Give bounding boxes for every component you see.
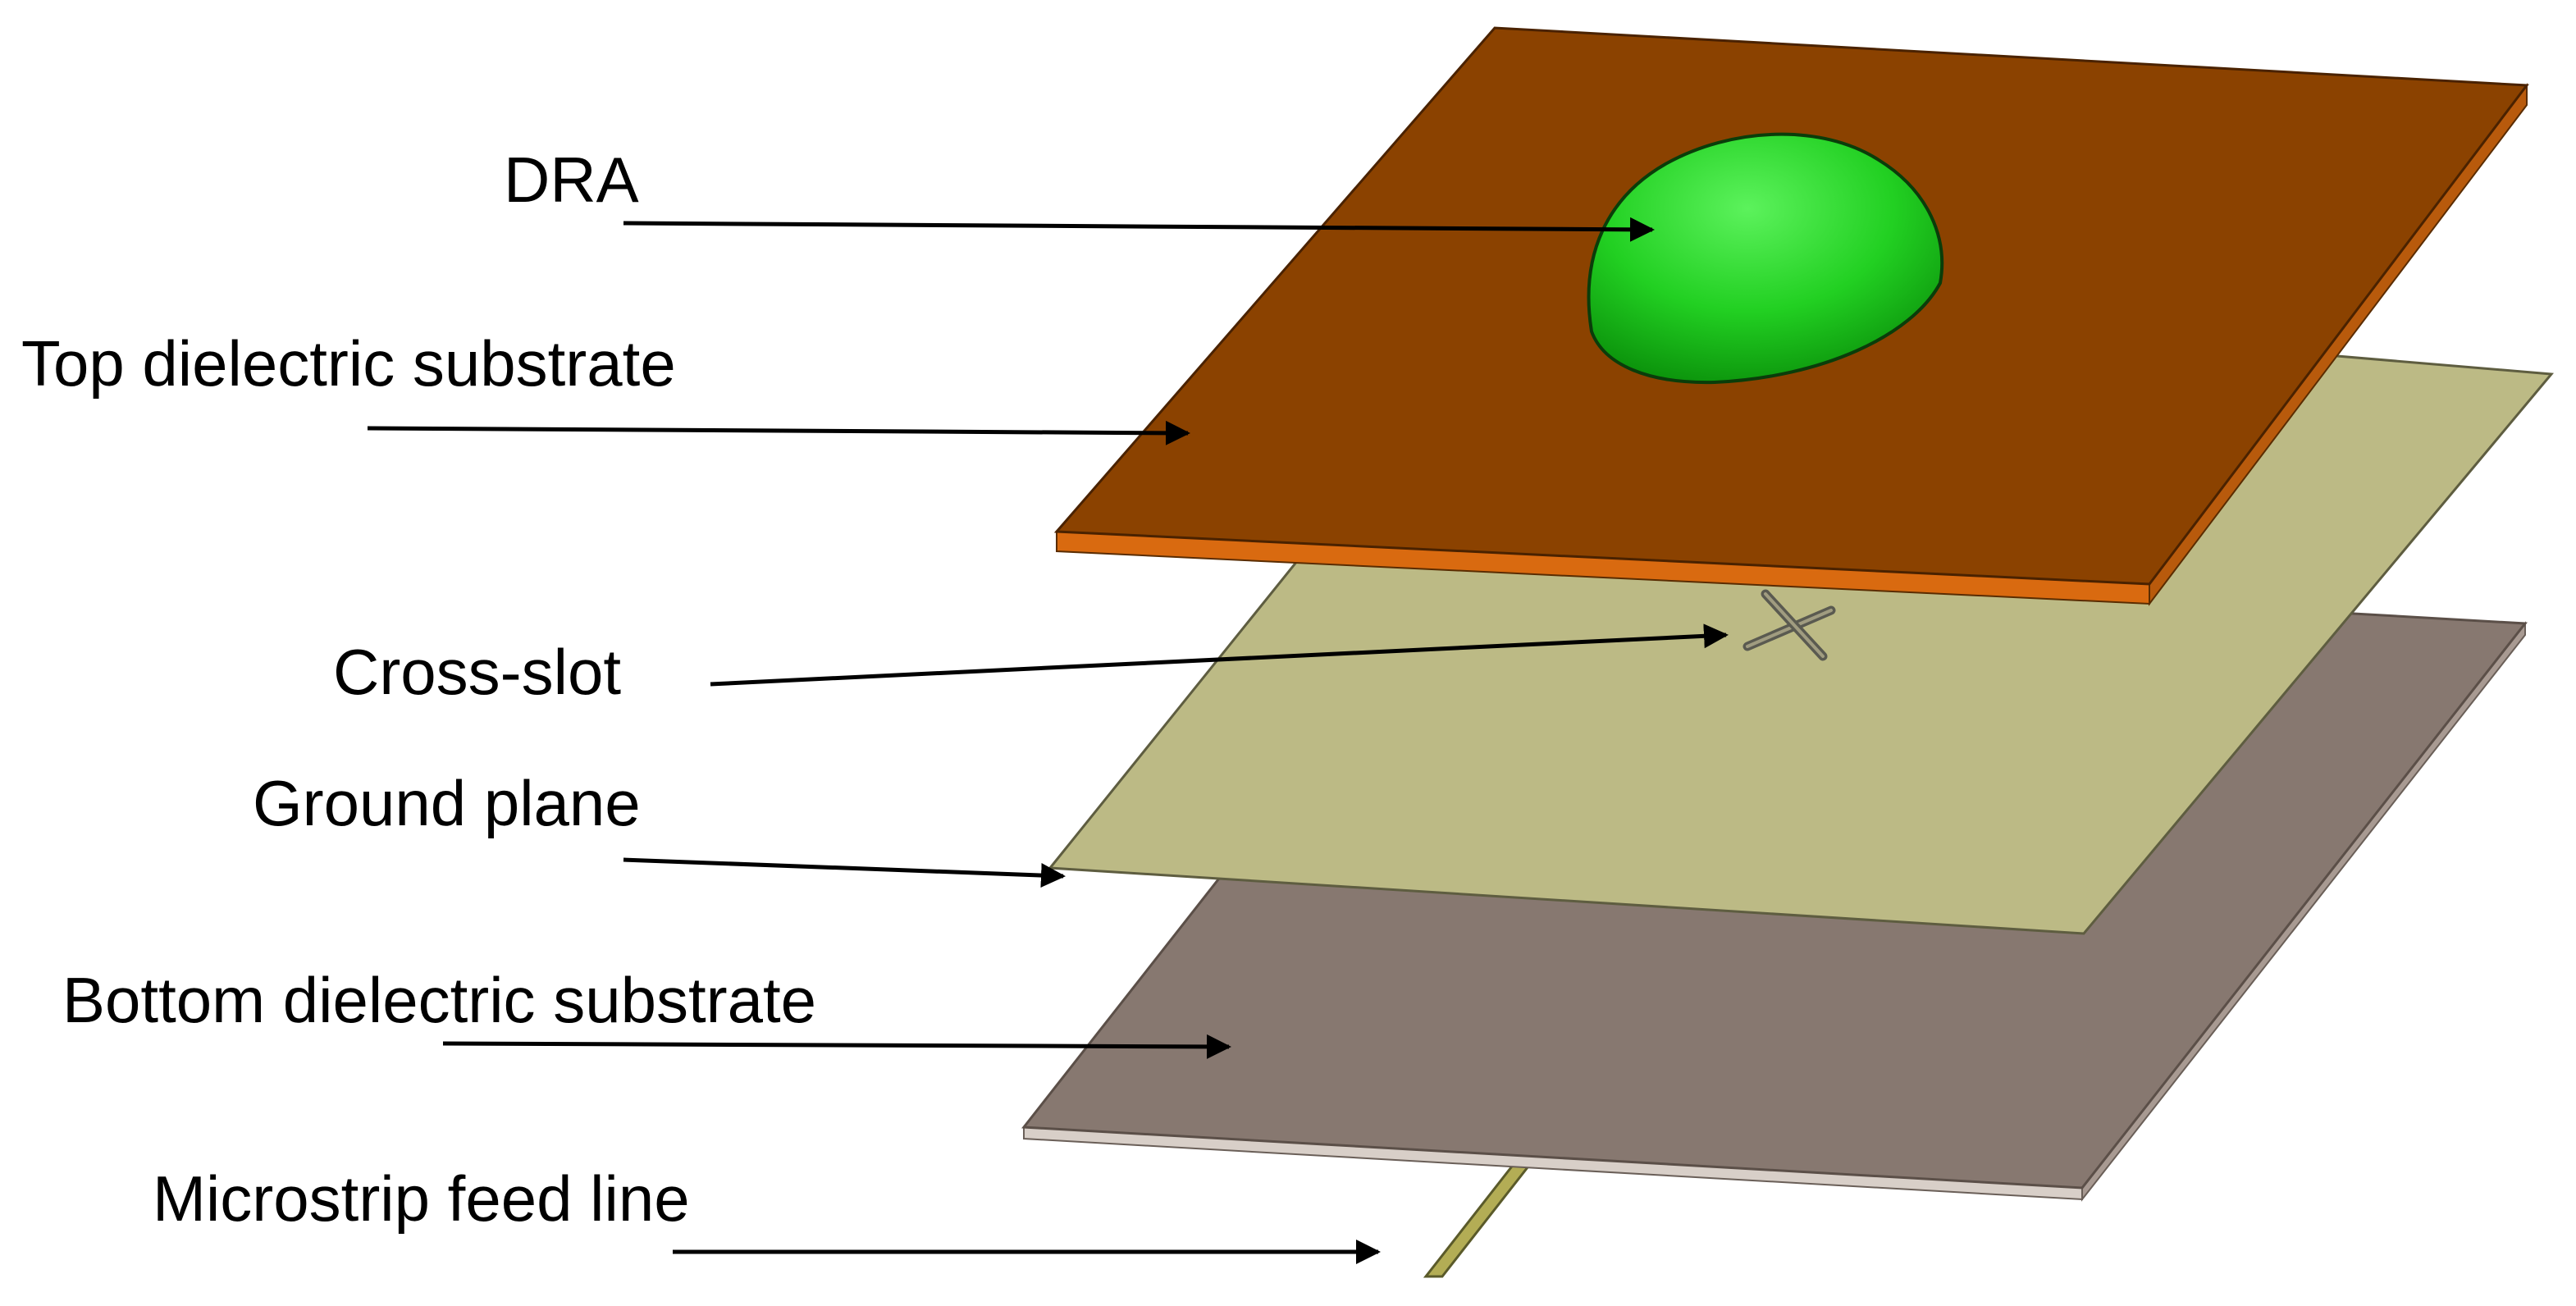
label-ground-plane: Ground plane — [253, 767, 641, 839]
dra-hemisphere — [1587, 132, 1944, 385]
arrow-top-substrate — [367, 420, 1190, 445]
arrow-dra — [623, 217, 1655, 242]
arrow-cross-slot — [710, 623, 1729, 687]
label-top-dielectric-substrate: Top dielectric substrate — [21, 327, 676, 400]
arrow-ground-plane — [623, 857, 1066, 888]
leader-arrows — [367, 217, 1729, 1264]
cross-slot — [1742, 589, 1836, 661]
label-microstrip-feed-line: Microstrip feed line — [153, 1162, 690, 1235]
label-bottom-dielectric-substrate: Bottom dielectric substrate — [62, 964, 816, 1036]
arrow-bottom-substrate — [442, 1034, 1231, 1059]
label-dra: DRA — [504, 144, 639, 216]
label-cross-slot: Cross-slot — [333, 636, 621, 708]
